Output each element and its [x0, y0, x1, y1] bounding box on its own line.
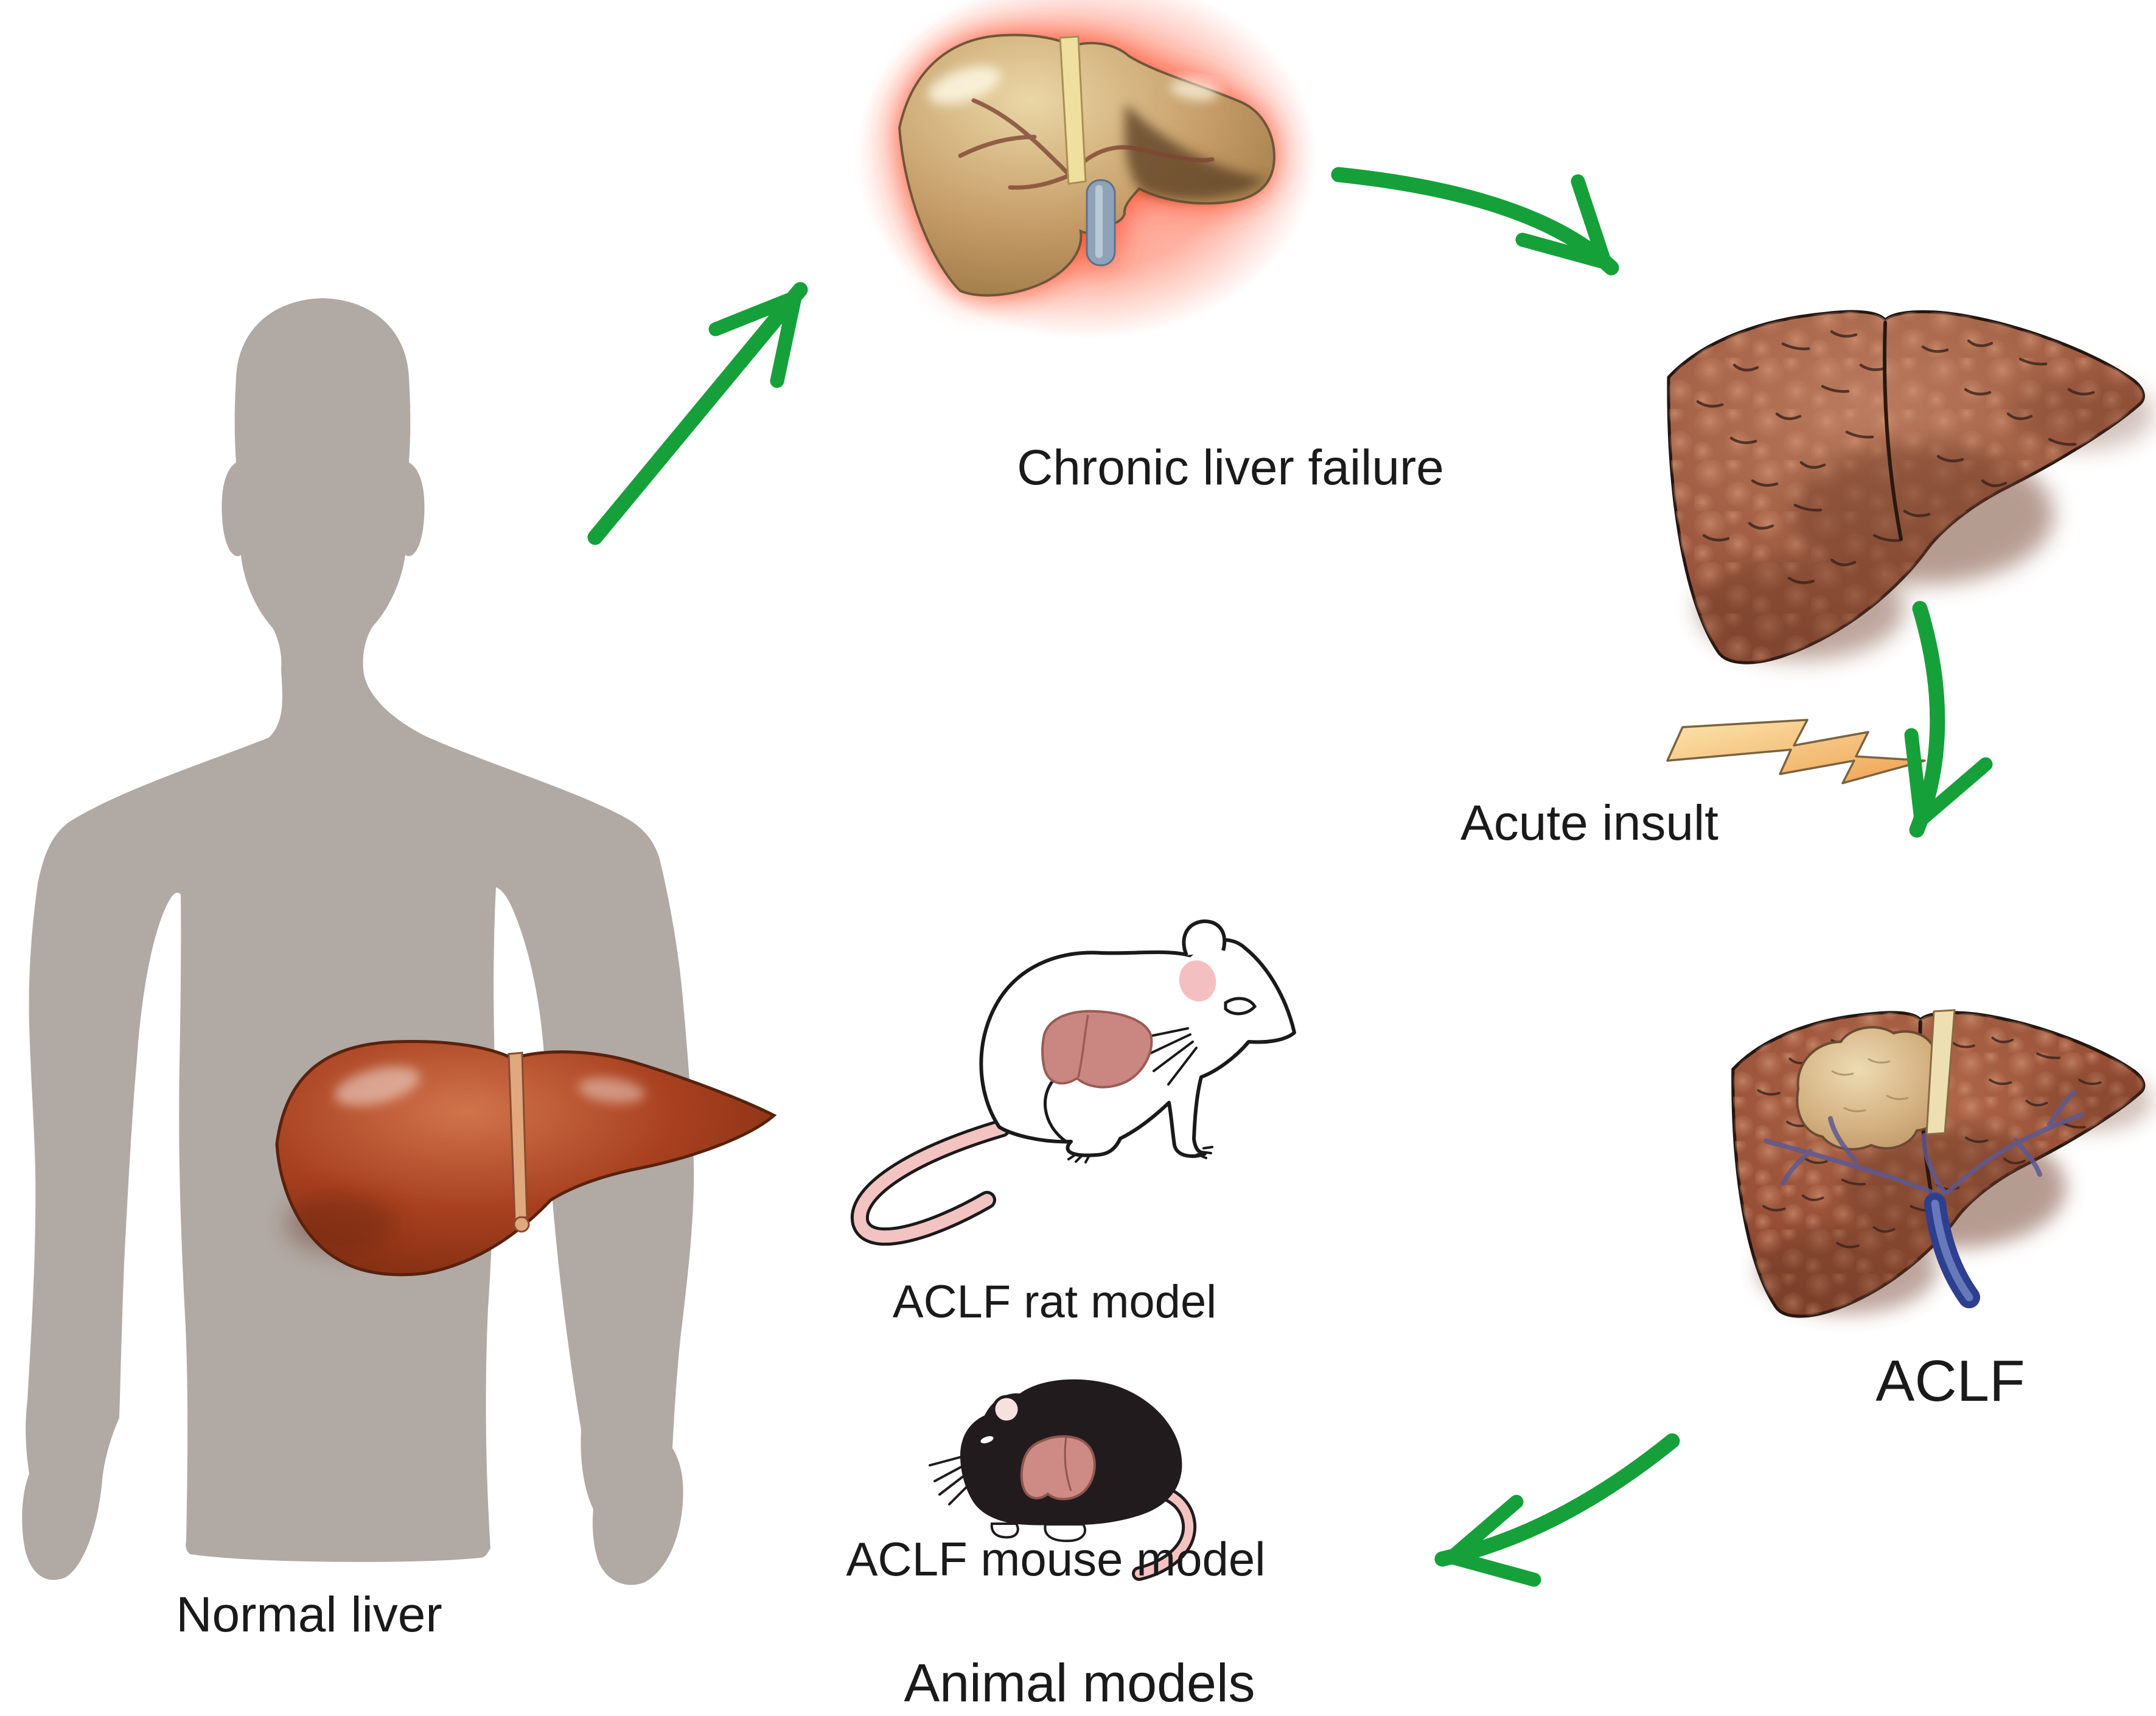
normal-liver-illustration — [275, 1040, 777, 1277]
rat-eye — [1224, 997, 1257, 1016]
arrow-aclf-to-animal-models-icon — [1434, 1433, 1680, 1587]
mouse-liver — [1020, 1435, 1096, 1501]
aclf-label: ACLF — [1875, 1348, 2025, 1414]
rat-toes — [1067, 1146, 1213, 1163]
normal-liver-label: Normal liver — [176, 1587, 442, 1642]
aclf-liver-illustration — [1733, 1009, 2153, 1316]
mouse-feet — [990, 1522, 1087, 1543]
animal-models-label: Animal models — [904, 1653, 1255, 1713]
chronic-liver-illustration — [898, 33, 1276, 297]
rat-illustration — [850, 919, 1296, 1246]
falciform-ligament — [1059, 35, 1087, 185]
lightning-bolt-icon — [1666, 719, 1926, 784]
flow-arrows — [587, 167, 1993, 1587]
falciform-ligament — [1925, 1009, 1956, 1135]
acute-insult-label: Acute insult — [1460, 795, 1718, 851]
human-body-silhouette — [22, 298, 694, 1585]
arrow-normal-to-chronic-icon — [587, 282, 808, 545]
cirrhotic-liver-illustration — [1669, 312, 2154, 663]
hepatic-veins — [958, 98, 1215, 190]
portal-vein-branches — [1764, 1090, 2084, 1198]
portal-vein-trunk — [1924, 1193, 1980, 1308]
mouse-whiskers — [929, 1454, 977, 1505]
arrow-chronic-to-cirrhosis-icon — [1331, 167, 1619, 276]
rat-ear — [1182, 919, 1227, 957]
mouse-eye — [980, 1436, 994, 1443]
rat-haunch-line — [1044, 1075, 1067, 1143]
rat-ear-patch — [1179, 960, 1216, 1002]
arrow-cirrhosis-to-aclf-icon — [1904, 601, 1993, 838]
mouse-illustration — [929, 1379, 1197, 1581]
aclf-rat-model-label: ACLF rat model — [892, 1276, 1217, 1328]
rat-liver — [1041, 1010, 1153, 1089]
mouse-ear — [992, 1395, 1021, 1424]
vena-cava-vessel — [1086, 179, 1116, 267]
chronic-liver-failure-label: Chronic liver failure — [1017, 440, 1444, 495]
falciform-ligament — [508, 1052, 530, 1233]
aclf-mouse-model-label: ACLF mouse model — [846, 1532, 1266, 1586]
rat-tail — [850, 1119, 1011, 1246]
